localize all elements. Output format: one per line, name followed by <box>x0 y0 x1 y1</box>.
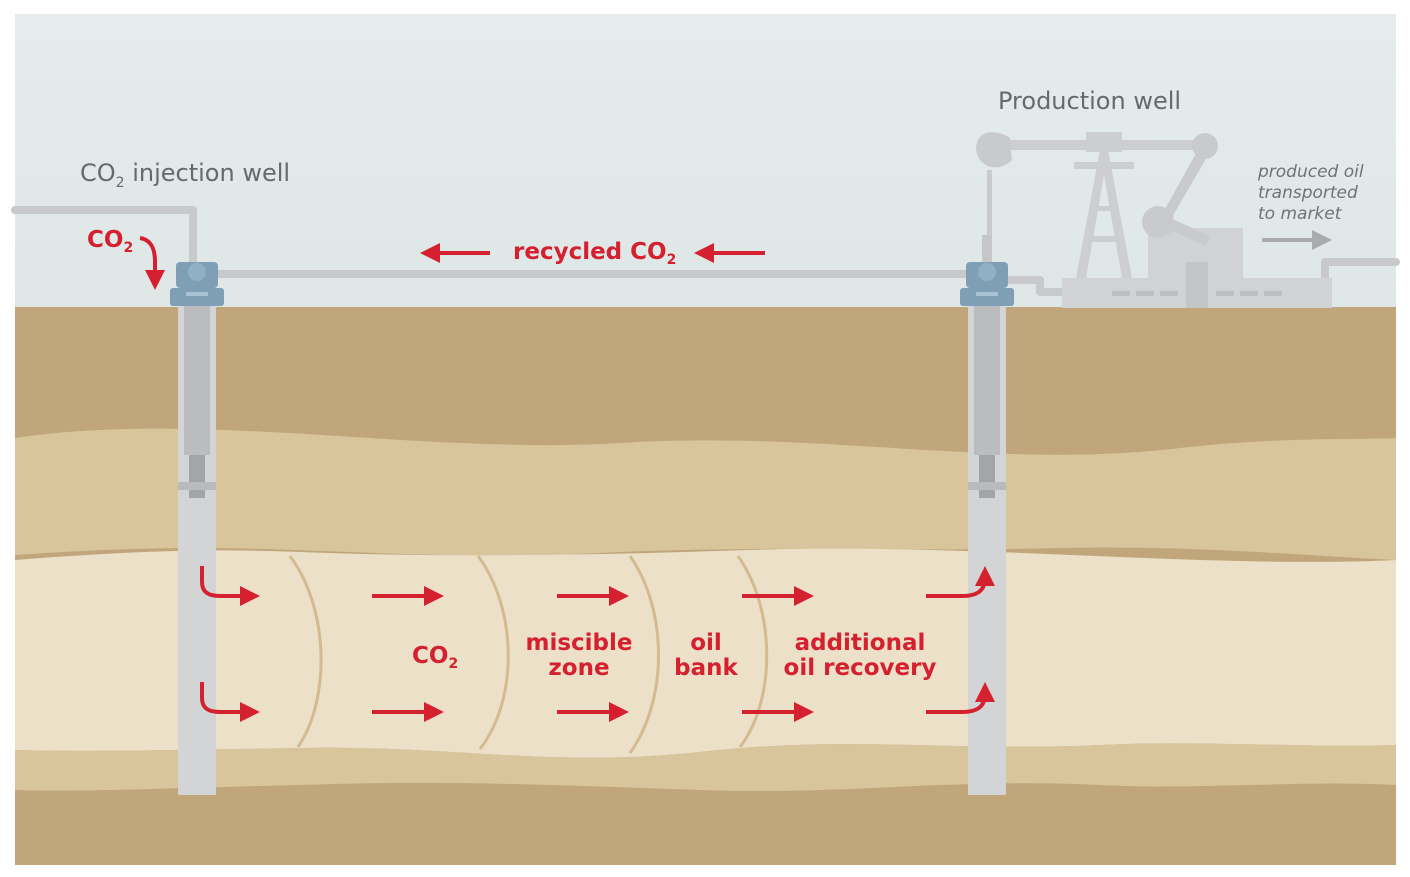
produced-oil-label: produced oil transported to market <box>1257 162 1364 224</box>
svg-text:oil recovery: oil recovery <box>784 655 937 681</box>
additional-recovery-label: additional oil recovery <box>784 630 937 681</box>
reservoir-layer <box>15 548 1396 758</box>
svg-text:zone: zone <box>548 655 609 681</box>
flood-front-lines <box>288 555 769 754</box>
oil-bank-label: oil bank <box>674 630 738 681</box>
svg-text:produced oil: produced oil <box>1257 162 1364 182</box>
svg-text:additional: additional <box>795 630 926 656</box>
soil-layer-lower <box>15 743 1396 791</box>
flow-arrows <box>200 566 995 722</box>
svg-text:miscible: miscible <box>525 630 632 656</box>
soil-layer-upper <box>15 428 1396 560</box>
co2-input-label: CO2 <box>87 227 133 256</box>
svg-text:transported: transported <box>1258 183 1358 203</box>
production-well <box>960 235 1014 795</box>
svg-text:to market: to market <box>1258 204 1343 224</box>
production-well-label: Production well <box>998 87 1181 115</box>
recycled-co2-label: recycled CO2 <box>513 239 676 268</box>
injection-well-label: CO2 injection well <box>80 159 290 191</box>
co2-input-arrow <box>139 236 165 290</box>
injection-well <box>170 262 224 795</box>
svg-text:bank: bank <box>674 655 738 681</box>
svg-text:oil: oil <box>690 630 722 656</box>
miscible-zone-label: miscible zone <box>525 630 632 681</box>
pump-jack <box>976 132 1332 308</box>
zone-co2-label: CO2 <box>412 643 458 672</box>
